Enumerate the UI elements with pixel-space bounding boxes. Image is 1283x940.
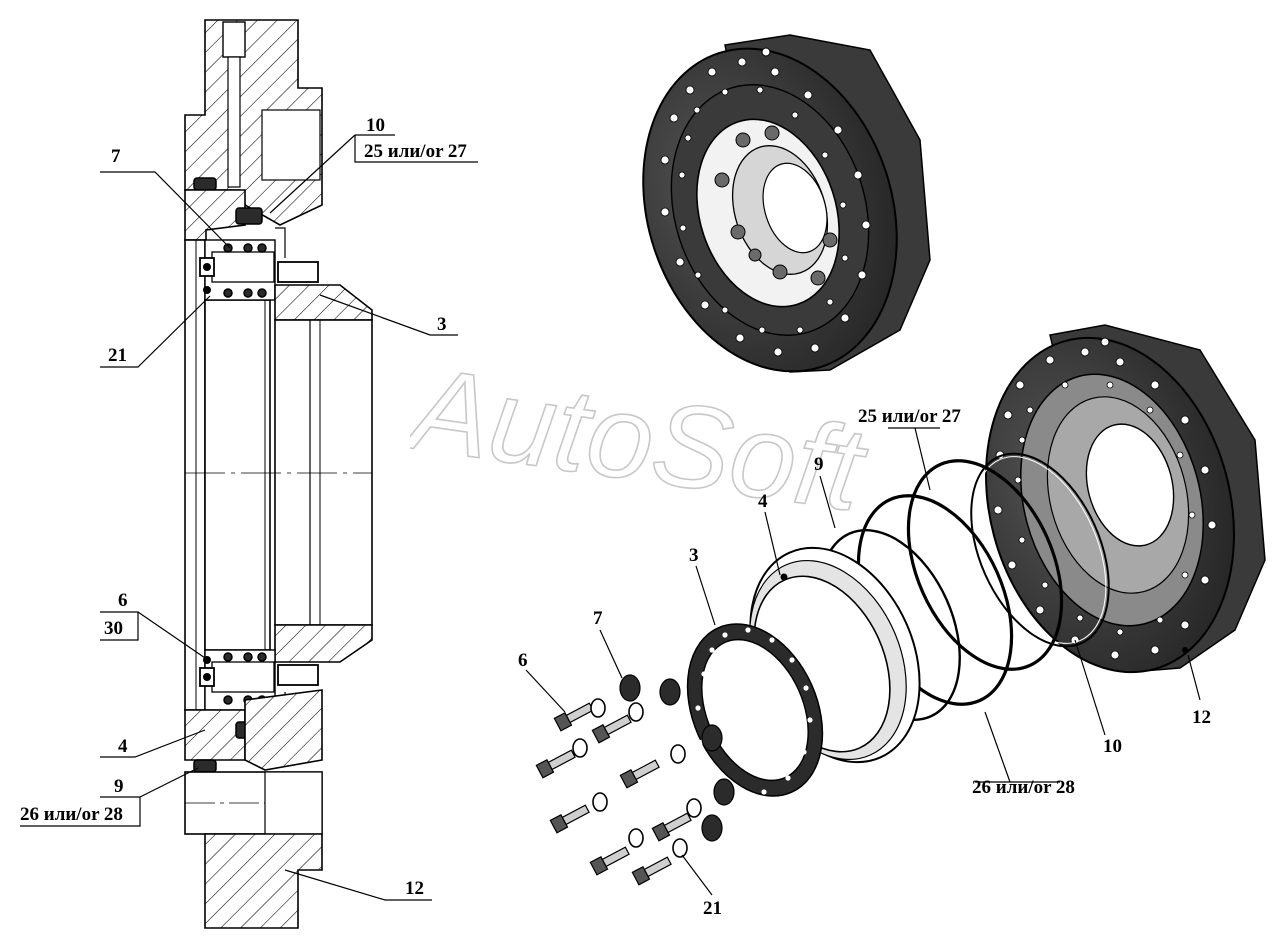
cross-section-drawing bbox=[184, 19, 373, 929]
label-exploded-4: 4 bbox=[758, 491, 768, 512]
assembled-hub-unit bbox=[642, 34, 931, 373]
label-exploded-25-27: 25 или/or 27 bbox=[858, 406, 961, 427]
label-section-25-27: 25 или/or 27 bbox=[364, 141, 467, 162]
o-ring-10 bbox=[970, 452, 1110, 648]
label-exploded-6: 6 bbox=[518, 650, 528, 671]
label-section-30: 30 bbox=[104, 618, 123, 639]
label-section-4: 4 bbox=[118, 736, 128, 757]
exploded-leader-lines bbox=[525, 427, 1201, 896]
label-section-7: 7 bbox=[111, 146, 121, 167]
springs-7 bbox=[619, 674, 735, 842]
label-section-12: 12 bbox=[405, 878, 424, 899]
watermark-logo bbox=[410, 360, 870, 530]
label-section-26-28: 26 или/or 28 bbox=[20, 804, 123, 825]
label-exploded-10: 10 bbox=[1103, 736, 1122, 757]
label-exploded-3: 3 bbox=[689, 545, 699, 566]
housing-12 bbox=[985, 324, 1266, 674]
label-section-9: 9 bbox=[114, 776, 124, 797]
label-exploded-21: 21 bbox=[703, 898, 722, 919]
label-section-21: 21 bbox=[108, 345, 127, 366]
washers-21 bbox=[572, 698, 702, 858]
label-exploded-12: 12 bbox=[1192, 707, 1211, 728]
label-exploded-9: 9 bbox=[814, 454, 824, 475]
bolts-6 bbox=[535, 702, 692, 886]
section-labels: 7 10 25 или/or 27 3 21 6 30 4 9 26 или/o… bbox=[20, 115, 467, 899]
o-ring-25-27 bbox=[906, 459, 1064, 671]
label-section-3: 3 bbox=[437, 314, 447, 335]
exploded-labels: 25 или/or 27 9 4 3 7 6 21 26 или/or 28 1… bbox=[518, 406, 1211, 919]
label-section-6: 6 bbox=[118, 590, 128, 611]
section-leader-lines bbox=[20, 134, 478, 901]
gasket-3 bbox=[686, 623, 824, 797]
label-exploded-26-28: 26 или/or 28 bbox=[972, 777, 1075, 798]
label-section-10: 10 bbox=[366, 115, 385, 136]
label-exploded-7: 7 bbox=[593, 608, 603, 629]
